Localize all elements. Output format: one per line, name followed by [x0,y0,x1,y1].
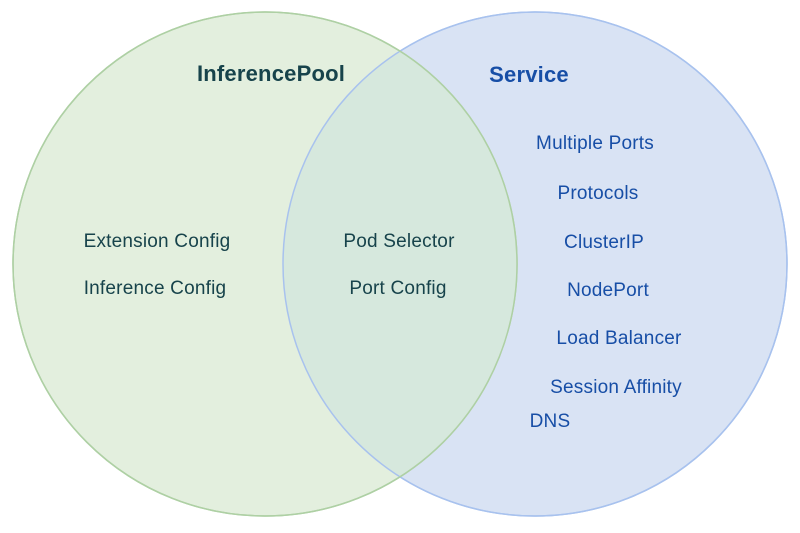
service-item-nodeport: NodePort [567,280,649,301]
inferencepool-item-inference-config: Inference Config [83,278,227,299]
service-item-dns: DNS [529,411,571,432]
service-item-protocols: Protocols [557,183,639,204]
service-item-clusterip: ClusterIP [564,232,644,253]
intersection-region [283,51,517,477]
inferencepool-item-extension-config: Extension Config [83,231,231,252]
service-item-load-balancer: Load Balancer [556,328,682,349]
inferencepool-title: InferencePool [196,61,346,86]
intersection-item-pod-selector: Pod Selector [343,231,455,252]
inferencepool-circle-border [12,11,518,517]
intersection-item-port-config: Port Config [349,278,447,299]
service-item-session-affinity: Session Affinity [550,377,682,398]
service-item-multiple-ports: Multiple Ports [536,133,654,154]
service-title: Service [489,62,569,87]
service-circle-border [282,11,788,517]
